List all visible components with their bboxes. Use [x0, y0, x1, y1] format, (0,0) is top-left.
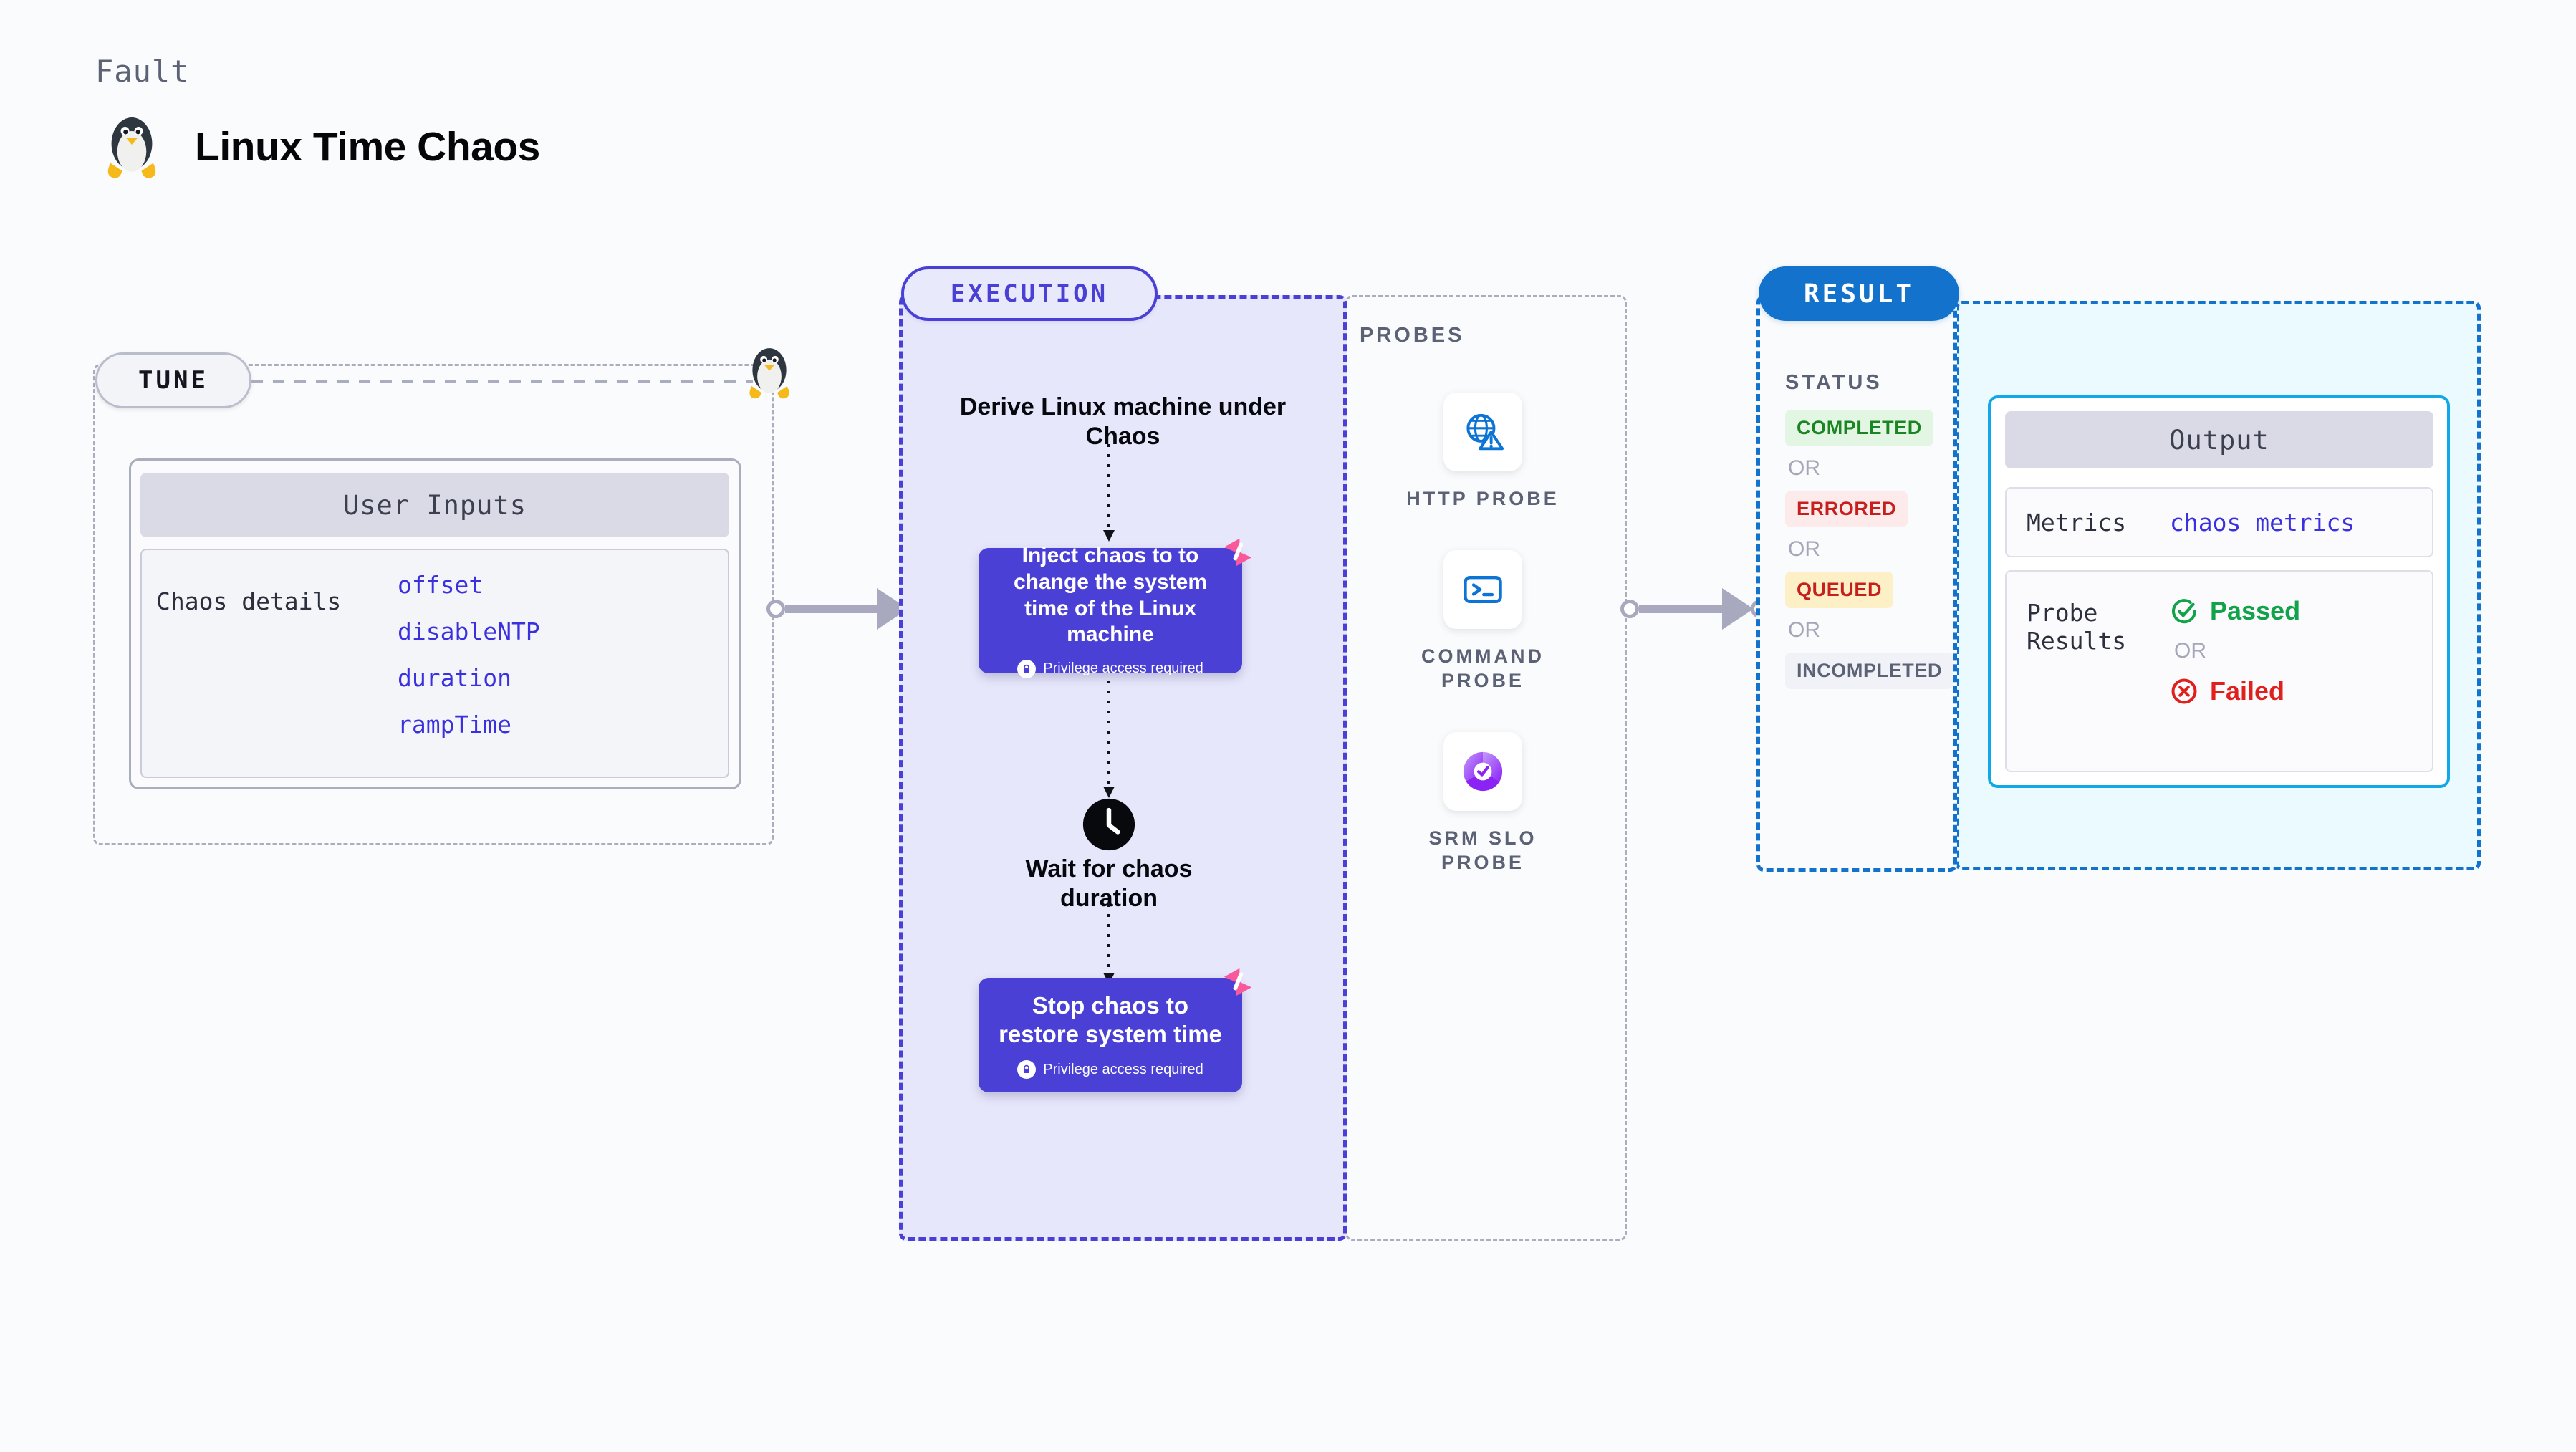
privilege-note: Privilege access required [1017, 659, 1203, 678]
status-badge-list: COMPLETED OR ERRORED OR QUEUED OR INCOMP… [1785, 410, 1957, 689]
harness-logo-icon [1224, 968, 1252, 996]
chaos-param-offset[interactable]: offset [398, 571, 484, 599]
user-inputs-title: User Inputs [140, 473, 729, 537]
connector-start-dot [1620, 600, 1639, 618]
fault-kicker-label: Fault [95, 54, 190, 89]
connector-arrowhead [1722, 588, 1754, 630]
probe-icon-box [1443, 732, 1522, 811]
check-circle-icon [2172, 599, 2197, 624]
tune-dashed-connector [251, 380, 753, 383]
status-badge-completed: COMPLETED [1785, 410, 1933, 446]
globe-warning-icon [1466, 413, 1504, 451]
probe-results-label: Probe Results [2027, 599, 2170, 655]
terminal-prompt-icon [1464, 576, 1502, 603]
probe-result-passed: Passed [2170, 596, 2300, 626]
probe-results-label-line1: Probe [2027, 599, 2098, 627]
stop-chaos-text: Stop chaos to restore system time [999, 991, 1222, 1047]
probe-results-label-line2: Results [2027, 627, 2127, 655]
metrics-row: Metrics chaos metrics [2005, 487, 2433, 557]
tune-pill[interactable]: TUNE [95, 352, 251, 408]
probe-label: COMMAND PROBE [1421, 645, 1544, 691]
chaos-details-label: Chaos details [156, 587, 342, 615]
probe-icon-box [1443, 393, 1522, 471]
lock-icon [1017, 659, 1037, 678]
page-title: Linux Time Chaos [195, 124, 540, 170]
probe-command[interactable]: COMMAND PROBE [1404, 550, 1562, 693]
execution-pill[interactable]: EXECUTION [901, 266, 1158, 321]
probe-label: HTTP PROBE [1406, 488, 1559, 509]
wait-step-title: Wait for chaos duration [1025, 855, 1193, 912]
failed-label: Failed [2210, 676, 2285, 706]
privilege-note-text: Privilege access required [1043, 660, 1203, 677]
linux-penguin-node-icon [749, 348, 789, 399]
probe-label: SRM SLO PROBE [1428, 827, 1537, 873]
harness-logo-icon [1224, 538, 1252, 567]
probe-srm-slo[interactable]: SRM SLO PROBE [1404, 732, 1562, 875]
or-separator: OR [1788, 537, 1820, 561]
metrics-value[interactable]: chaos metrics [2170, 508, 2355, 537]
probe-result-failed: Failed [2170, 676, 2300, 706]
chaos-param-disablentp[interactable]: disableNTP [398, 617, 540, 645]
inject-chaos-card[interactable]: Inject chaos to to change the system tim… [979, 538, 1252, 678]
linux-penguin-icon [107, 117, 156, 178]
probes-section-label: PROBES [1360, 324, 1465, 347]
or-separator: OR [1788, 456, 1820, 480]
privilege-note: Privilege access required [1017, 1060, 1203, 1080]
probe-http[interactable]: HTTP PROBE [1404, 393, 1562, 511]
connector-shaft [1639, 605, 1724, 613]
flow-arrow-3 [1103, 904, 1115, 984]
chaos-param-duration[interactable]: duration [398, 664, 511, 692]
or-separator: OR [1788, 618, 1820, 642]
status-badge-errored: ERRORED [1785, 491, 1908, 527]
inject-chaos-text: Inject chaos to to change the system tim… [1013, 544, 1208, 647]
clock-icon [1082, 798, 1135, 851]
result-pill[interactable]: RESULT [1759, 266, 1959, 321]
probe-results-row: Probe Results Passed OR Failed [2005, 570, 2433, 772]
x-circle-icon [2171, 678, 2197, 704]
flow-arrow-1 [1103, 444, 1115, 542]
chaos-details-box [140, 549, 729, 778]
privilege-note-text: Privilege access required [1043, 1061, 1203, 1077]
probe-icon-box [1443, 550, 1522, 629]
flow-arrow-2 [1103, 681, 1115, 798]
status-section-label: STATUS [1785, 371, 1883, 394]
output-title: Output [2005, 411, 2433, 468]
connector-shaft [785, 605, 878, 613]
lock-icon [1017, 1060, 1037, 1080]
slo-donut-check-icon [1463, 751, 1503, 792]
status-badge-queued: QUEUED [1785, 572, 1894, 608]
chaos-param-ramptime[interactable]: rampTime [398, 711, 511, 739]
or-separator: OR [2174, 639, 2206, 663]
connector-probes-to-result [1620, 588, 1769, 630]
connector-start-dot [766, 600, 785, 618]
metrics-label: Metrics [2027, 508, 2127, 537]
status-badge-incompleted: INCOMPLETED [1785, 653, 1954, 689]
derive-step-title: Derive Linux machine under Chaos [959, 393, 1287, 450]
chaos-parameter-list: offset disableNTP duration rampTime [398, 573, 684, 736]
passed-label: Passed [2210, 596, 2301, 625]
stop-chaos-card[interactable]: Stop chaos to restore system time Privil… [979, 968, 1252, 1092]
